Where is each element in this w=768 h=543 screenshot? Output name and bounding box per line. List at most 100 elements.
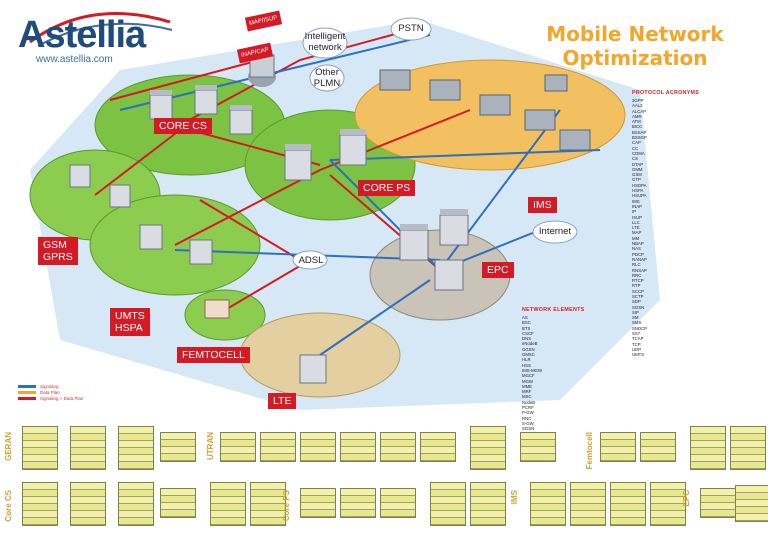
protocol-layer bbox=[611, 483, 645, 490]
protocol-layer bbox=[71, 448, 105, 455]
network-element-item: MSC bbox=[522, 394, 532, 400]
protocol-stack-block bbox=[650, 482, 686, 526]
protocol-layer bbox=[119, 448, 153, 455]
protocol-layer bbox=[251, 504, 285, 511]
protocol-layer bbox=[731, 434, 765, 441]
protocol-layer bbox=[211, 511, 245, 518]
protocol-layer bbox=[691, 427, 725, 434]
protocol-layer bbox=[571, 504, 605, 511]
protocol-layer bbox=[381, 496, 415, 503]
protocol-layer bbox=[301, 440, 335, 447]
protocol-layer bbox=[221, 440, 255, 447]
protocol-acronym-item: NBAP bbox=[632, 241, 644, 247]
protocol-layer bbox=[691, 462, 725, 469]
protocol-layer bbox=[341, 510, 375, 517]
protocol-acronym-item: PDCP bbox=[632, 251, 644, 257]
protocol-layer bbox=[251, 483, 285, 490]
network-element-item: AS bbox=[522, 315, 528, 320]
protocol-layer bbox=[161, 496, 195, 503]
protocol-layer bbox=[23, 518, 57, 525]
protocol-acronym-item: HSPA bbox=[632, 188, 644, 194]
network-element-item: MME bbox=[522, 383, 533, 389]
network-element-item: SGSN bbox=[522, 426, 535, 432]
protocol-layer bbox=[736, 500, 768, 507]
protocol-layer bbox=[651, 518, 685, 525]
core-cs-label: CORE CS bbox=[154, 118, 212, 134]
network-element-item: BTS bbox=[522, 325, 531, 331]
ims-side-label: IMS bbox=[510, 490, 519, 505]
protocol-layer bbox=[71, 462, 105, 469]
protocol-acronym-item: ALCAP bbox=[632, 108, 647, 114]
protocol-stack-block bbox=[300, 432, 336, 462]
protocol-layer bbox=[23, 490, 57, 497]
protocol-layer bbox=[23, 483, 57, 490]
protocol-layer bbox=[521, 447, 555, 454]
protocol-layer bbox=[641, 454, 675, 461]
protocol-acronym-item: MAP bbox=[632, 230, 642, 236]
protocol-stack-block bbox=[340, 432, 376, 462]
protocol-layer bbox=[521, 433, 555, 440]
protocol-layer bbox=[381, 489, 415, 496]
protocol-layer bbox=[731, 462, 765, 469]
network-nodes bbox=[69, 54, 591, 384]
protocol-acronym-item: TCP bbox=[632, 341, 641, 347]
network-elements-heading: NETWORK ELEMENTS bbox=[522, 307, 585, 313]
protocol-layer bbox=[691, 455, 725, 462]
network-element-item: NodeB bbox=[522, 399, 536, 405]
network-element-item: MGCF bbox=[522, 373, 535, 379]
protocol-acronym-item: UDP bbox=[632, 346, 642, 352]
protocol-stack-block bbox=[210, 482, 246, 526]
adsl-label: ADSL bbox=[298, 255, 324, 266]
protocol-layer bbox=[431, 518, 465, 525]
protocol-acronym-item: SS7 bbox=[632, 331, 641, 337]
femtocell-label: FEMTOCELL bbox=[177, 347, 250, 363]
protocol-layer bbox=[23, 462, 57, 469]
title-line-1: Mobile Network bbox=[546, 22, 724, 46]
core-cs-side-label: Core CS bbox=[4, 490, 13, 522]
protocol-layer bbox=[301, 503, 335, 510]
protocol-layer bbox=[381, 433, 415, 440]
legend-swatch-blue bbox=[18, 385, 36, 389]
protocol-stack-block bbox=[380, 432, 416, 462]
protocol-layer bbox=[71, 518, 105, 525]
protocol-acronym-item: ISUP bbox=[632, 214, 643, 220]
protocol-stack-block bbox=[160, 488, 196, 518]
protocol-layer bbox=[301, 433, 335, 440]
protocol-layer bbox=[71, 497, 105, 504]
protocol-layer bbox=[119, 462, 153, 469]
network-diagram bbox=[29, 17, 660, 410]
legend-swatch-red bbox=[18, 397, 36, 401]
ims-label: IMS bbox=[528, 197, 557, 213]
protocol-layer bbox=[471, 448, 505, 455]
protocol-layer bbox=[471, 518, 505, 525]
protocol-layer bbox=[531, 490, 565, 497]
protocol-layer bbox=[431, 504, 465, 511]
protocol-layer bbox=[736, 486, 768, 493]
protocol-stack-block bbox=[640, 432, 676, 462]
protocol-layer bbox=[301, 510, 335, 517]
protocol-layer bbox=[261, 447, 295, 454]
protocol-layer bbox=[731, 441, 765, 448]
protocol-layer bbox=[571, 497, 605, 504]
protocol-acronym-item: RRC bbox=[632, 272, 642, 278]
title-line-2: Optimization bbox=[562, 46, 708, 70]
network-element-item: RNC bbox=[522, 415, 532, 421]
network-element-item: DNS bbox=[522, 336, 532, 342]
epc-side-label: EPC bbox=[682, 490, 691, 507]
protocol-layer bbox=[571, 490, 605, 497]
protocol-layer bbox=[301, 454, 335, 461]
femtocell-side-label: Femtocell bbox=[585, 432, 594, 470]
protocol-stack-block bbox=[690, 426, 726, 470]
protocol-layer bbox=[701, 510, 735, 517]
protocol-layer bbox=[161, 447, 195, 454]
protocol-layer bbox=[119, 511, 153, 518]
protocol-layer bbox=[431, 490, 465, 497]
intelligent-network-cloud-icon bbox=[302, 27, 348, 59]
protocol-layer bbox=[531, 504, 565, 511]
protocol-layer bbox=[221, 454, 255, 461]
other-plmn-cloud-icon bbox=[309, 64, 345, 92]
protocol-layer bbox=[341, 503, 375, 510]
